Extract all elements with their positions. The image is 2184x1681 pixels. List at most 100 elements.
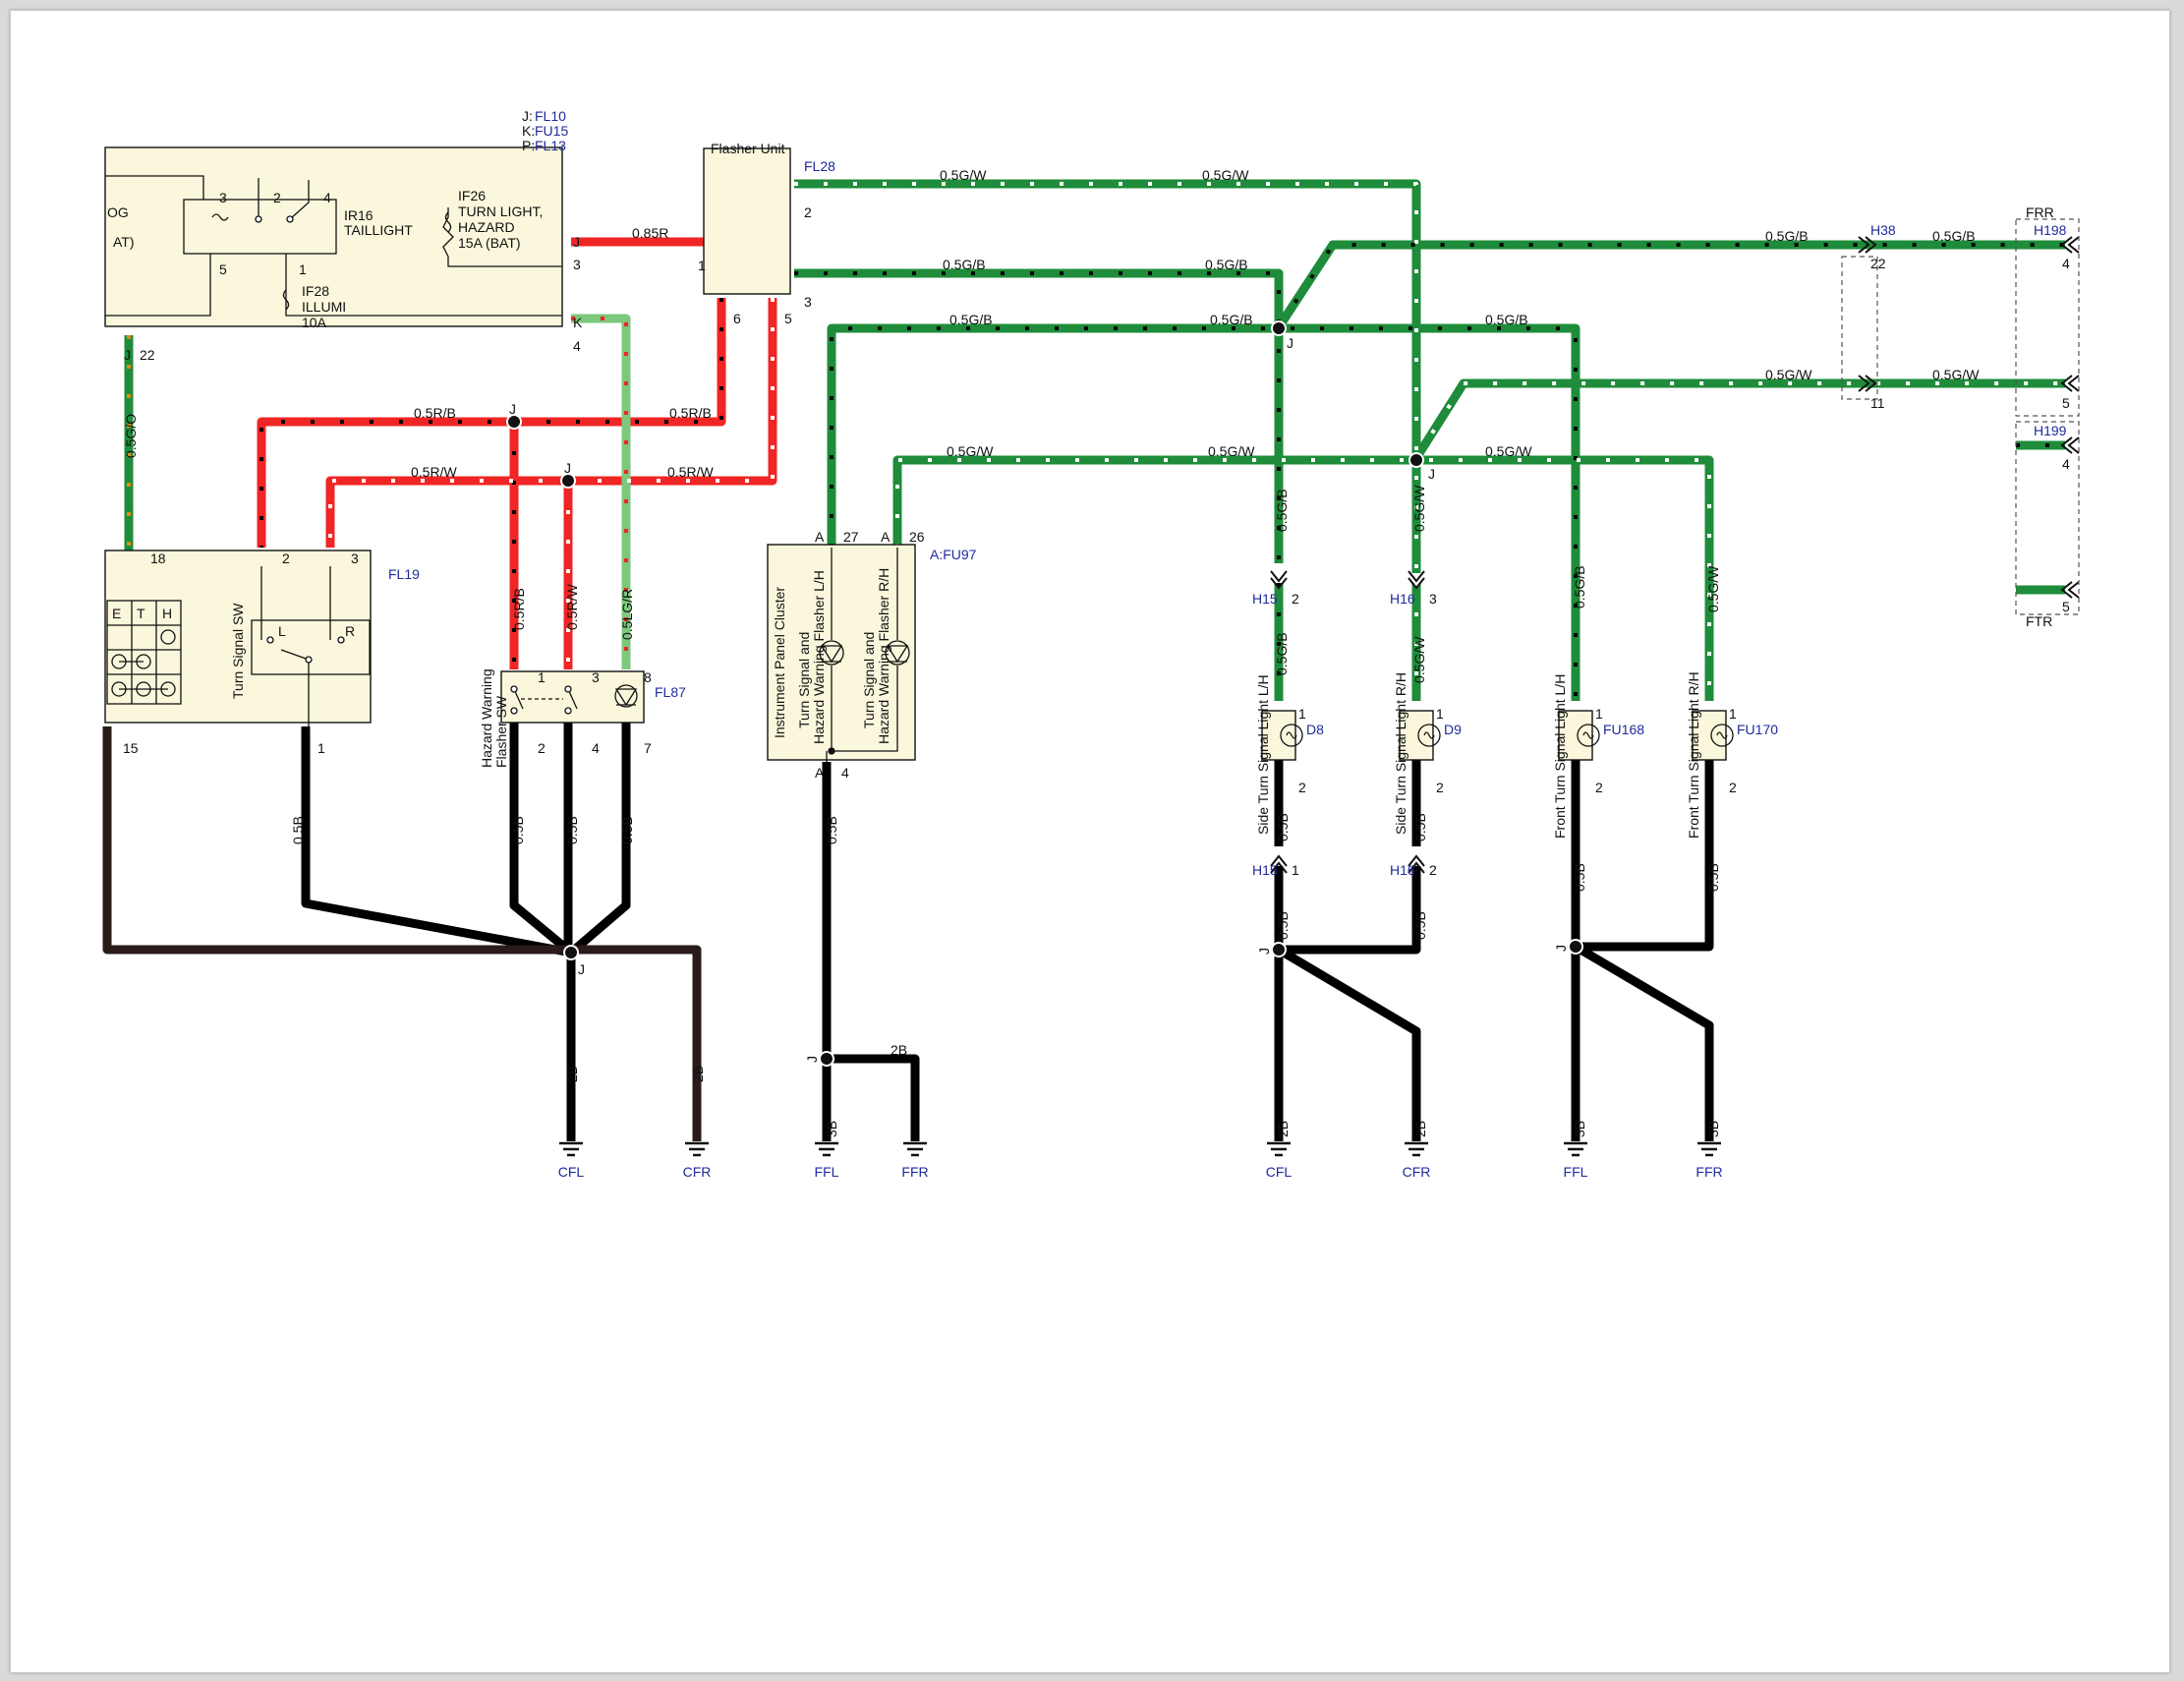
ground-symbol [903, 1141, 927, 1157]
cluster-lh-2: Hazard Warning Flasher L/H [811, 570, 827, 744]
wl-gw-4: 0.5G/W [947, 443, 994, 459]
wl-gw-top2: 0.5G/W [1202, 167, 1249, 183]
wl-gb-1: 0.5G/B [943, 257, 986, 272]
cluster-pin-a4: A [815, 765, 825, 781]
lamp-fu168-label: Front Turn Signal Light L/H [1552, 674, 1568, 839]
conn-h198-4: 4 [2062, 256, 2070, 271]
wl-gw-6: 0.5G/W [1485, 443, 1532, 459]
wire-gb-flasher [794, 268, 1284, 563]
wl-b-11: 0.5B [1705, 863, 1721, 892]
wire-gw-top [794, 179, 1421, 573]
fuse-ref-j-prefix: J: [522, 108, 533, 124]
wl-b-1: 0.5B [290, 816, 306, 844]
page: J: FL10 K: FU15 P: FL13 OG AT) IR16 TAIL… [10, 10, 2170, 1673]
cluster-rh-2: Hazard Warning Flasher R/H [876, 568, 891, 744]
ground-label: CFR [683, 1164, 712, 1180]
wl-gb-4: 0.5G/B [1210, 312, 1253, 327]
connector-text: H15 2 H16 3 H15 1 H16 2 H38 22 11 FRR H1… [1252, 204, 2070, 878]
wl-b-3: 0.5B [564, 816, 580, 844]
wl-v-gw-2: 0.5G/W [1411, 636, 1427, 683]
ground-label: FFL [1564, 1164, 1588, 1180]
wl-b-5: 0.5B [824, 816, 839, 844]
wire-brown-ground [102, 726, 702, 1141]
cluster-rh-1: Turn Signal and [861, 632, 877, 728]
fuse-ref-p: FL13 [535, 138, 566, 153]
wire-black-cluster-ffr [827, 1054, 920, 1141]
flasher-ref: FL28 [804, 158, 835, 174]
conn-h38-22: 22 [1870, 256, 1886, 271]
if26-l2: TURN LIGHT, [458, 203, 543, 219]
flasher-unit [703, 147, 791, 295]
hazard-sw-text: Hazard Warning Flasher SW FL87 1 3 8 2 4… [479, 668, 686, 768]
if26-l3: HAZARD [458, 219, 515, 235]
fuse-pin-3: 3 [219, 190, 227, 205]
cluster-lh-1: Turn Signal and [796, 632, 812, 728]
turn-signal-sw-L: L [278, 623, 286, 639]
wl-v-gw-1: 0.5G/W [1411, 485, 1427, 532]
ground-symbol [1697, 1141, 1721, 1157]
cluster-pin-26: 26 [909, 529, 925, 545]
haz-pin-3: 3 [592, 669, 600, 685]
junction-gb: J [1287, 335, 1293, 351]
conn-ftr: FTR [2026, 613, 2052, 629]
lamp-d9-ref: D9 [1444, 722, 1462, 737]
lamp-d8-top: 1 [1298, 706, 1306, 722]
flasher-pin-3: 3 [804, 294, 812, 310]
wl-2b-2: 2B [690, 1066, 706, 1082]
wl-b-8: 0.5B [1275, 911, 1291, 940]
cluster-pin-27: 27 [843, 529, 859, 545]
hazard-sw-internals [510, 684, 638, 715]
wire-gw-row [892, 455, 1714, 701]
turn-signal-sw-internals [106, 566, 371, 738]
conn-h16b-pin: 2 [1429, 862, 1437, 878]
ground-symbol [1564, 1141, 1587, 1157]
fuse-box-internals [105, 175, 562, 317]
ground-label: CFR [1403, 1164, 1431, 1180]
wl-v-lgr: 0.5LG/R [619, 589, 635, 640]
wire-black-side-gnd [1274, 866, 1421, 1141]
junction-gnd-side: J [1256, 948, 1272, 955]
grid-header-h: H [162, 606, 172, 621]
wl-v-rb: 0.5R/B [511, 588, 527, 630]
lamp-fu170-bot: 2 [1729, 780, 1737, 795]
grid-header-t: T [137, 606, 145, 621]
tss-pin-1: 1 [317, 740, 325, 756]
wire-gw-h38 [1412, 378, 2065, 461]
junction-gnd-cl: J [804, 1056, 820, 1063]
haz-pin-2: 2 [538, 740, 546, 756]
ground-symbol [1267, 1141, 1291, 1157]
conn-h15b-pin: 1 [1292, 862, 1299, 878]
cluster-pin-4: 4 [841, 765, 849, 781]
junction-dots [506, 320, 1583, 1067]
fuse-pin-5: 5 [219, 261, 227, 277]
wl-v-rw: 0.5R/W [564, 584, 580, 630]
wire-gw-top-tracer [794, 182, 1418, 573]
if28-l2: ILLUMI [302, 299, 346, 315]
cluster-internals [819, 548, 910, 762]
hazard-sw-title-2: Flasher SW [493, 695, 509, 768]
ground-symbol [685, 1141, 709, 1157]
wire-black-main [301, 726, 576, 1141]
tss-pin-2: 2 [282, 551, 290, 566]
tss-pin-3: 3 [351, 551, 359, 566]
turn-signal-sw-title: Turn Signal SW [230, 603, 246, 699]
haz-pin-8: 8 [644, 669, 652, 685]
if28-l3: 10A [302, 315, 327, 330]
conn-h199-5: 5 [2062, 599, 2070, 614]
wl-v-gw-3: 0.5G/W [1705, 565, 1721, 612]
tss-pin-15: 15 [123, 740, 139, 756]
hazard-sw-ref: FL87 [655, 684, 686, 700]
conn-h38: H38 [1870, 222, 1896, 238]
flasher-pin-1: 1 [698, 258, 706, 273]
wl-rw-2: 0.5R/W [667, 464, 714, 480]
turn-signal-sw-ref: FL19 [388, 566, 420, 582]
junction-text: J J J J J J J J [509, 335, 1569, 1063]
lamp-fu168-top: 1 [1595, 706, 1603, 722]
fuse-pin-2: 2 [273, 190, 281, 205]
wire-gb-flasher-tracer [794, 271, 1281, 563]
fuse-pin-j22: 22 [140, 347, 155, 363]
if26-l1: IF26 [458, 188, 486, 203]
wire-gw-row-tracer [895, 458, 1711, 701]
flasher-pin-6: 6 [733, 311, 741, 326]
fuse-pin-out3: 3 [573, 257, 581, 272]
